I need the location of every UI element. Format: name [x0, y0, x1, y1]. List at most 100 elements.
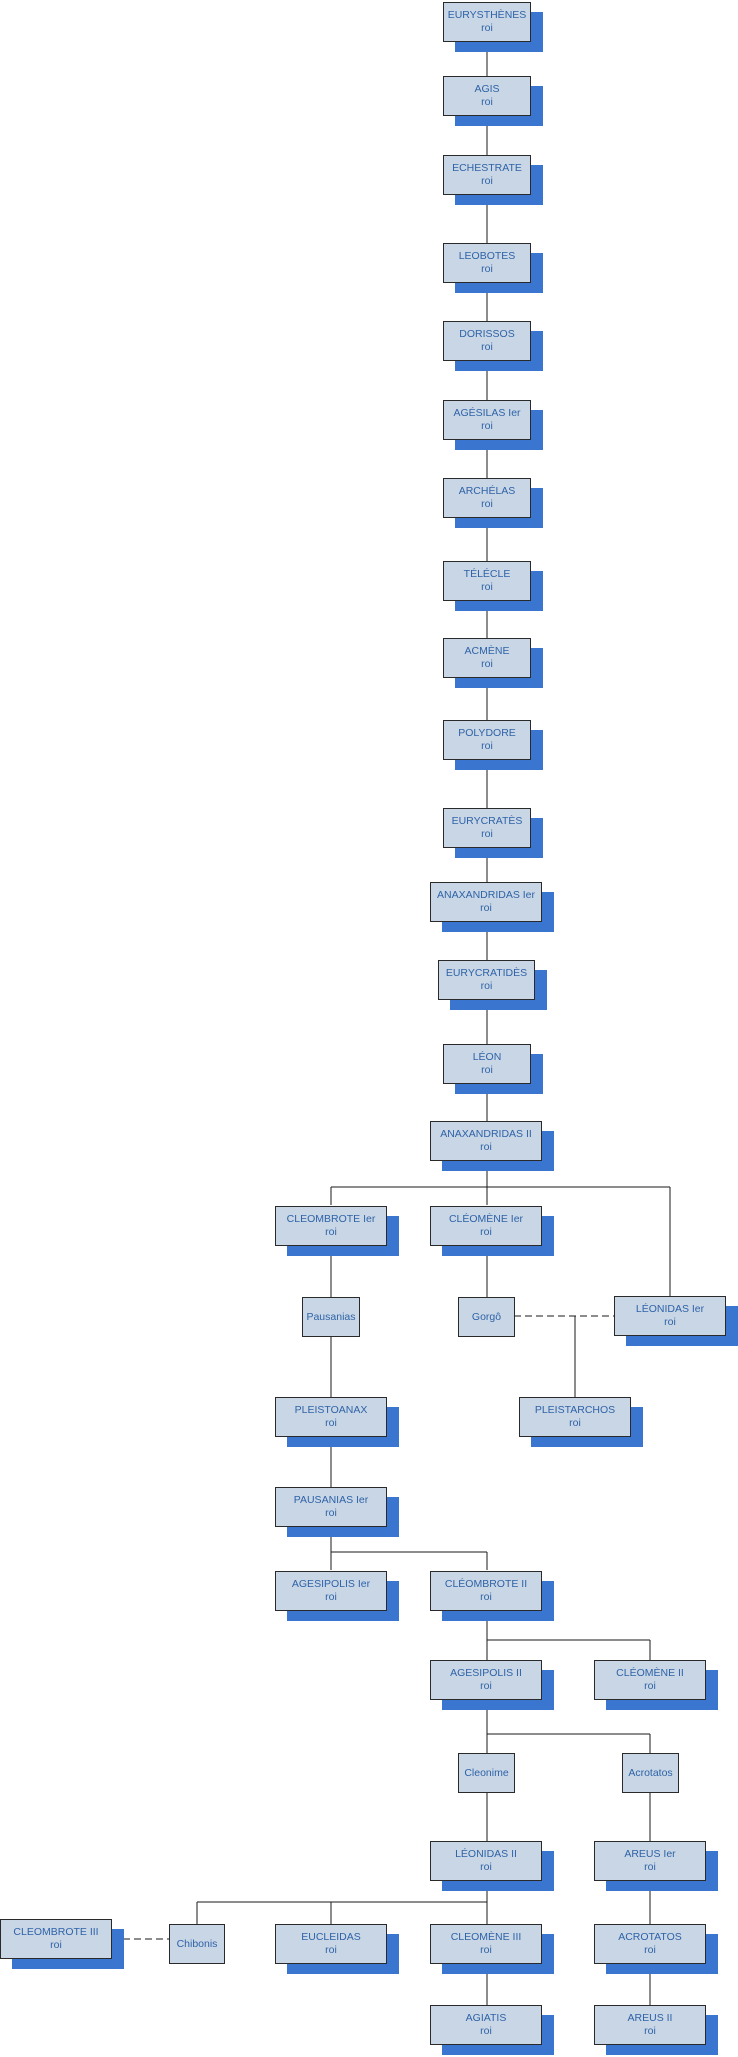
node-name: AGIS: [474, 83, 500, 95]
node-name: EURYCRATIDÈS: [445, 967, 528, 979]
node-name: ANAXANDRIDAS Ier: [436, 889, 536, 901]
node-title: roi: [480, 1861, 492, 1873]
node-box[interactable]: Pausanias: [302, 1297, 360, 1337]
node-name: ANAXANDRIDAS II: [440, 1128, 532, 1140]
node-title: roi: [480, 1680, 492, 1692]
node-acrotatos-father[interactable]: Acrotatos: [622, 1753, 679, 1793]
node-name: AREUS Ier: [624, 1848, 676, 1860]
node-gorgo[interactable]: Gorgô: [458, 1297, 515, 1337]
node-title: roi: [481, 1064, 493, 1076]
node-name: CLEOMÈNE III: [450, 1931, 522, 1943]
node-title: roi: [644, 1680, 656, 1692]
node-title: roi: [481, 658, 493, 670]
node-title: roi: [644, 1944, 656, 1956]
node-title: roi: [481, 22, 493, 34]
node-box[interactable]: Chibonis: [169, 1924, 225, 1964]
node-pausanias[interactable]: Pausanias: [302, 1297, 360, 1337]
node-title: roi: [569, 1417, 581, 1429]
node-title: roi: [480, 1944, 492, 1956]
node-name: PLEISTARCHOS: [534, 1404, 616, 1416]
node-box[interactable]: Cleonime: [458, 1753, 515, 1793]
node-title: roi: [480, 980, 493, 992]
node-cleonime[interactable]: Cleonime: [458, 1753, 515, 1793]
node-title: roi: [480, 2025, 492, 2037]
node-box[interactable]: Acrotatos: [622, 1753, 679, 1793]
node-title: roi: [481, 341, 493, 353]
node-name: LÉONIDAS Ier: [635, 1303, 705, 1315]
node-name: Cleonime: [464, 1766, 509, 1779]
node-title: roi: [481, 498, 493, 510]
node-name: AGESIPOLIS II: [450, 1667, 522, 1679]
node-chibonis[interactable]: Chibonis: [169, 1924, 225, 1964]
node-box[interactable]: Gorgô: [458, 1297, 515, 1337]
node-title: roi: [480, 902, 492, 914]
